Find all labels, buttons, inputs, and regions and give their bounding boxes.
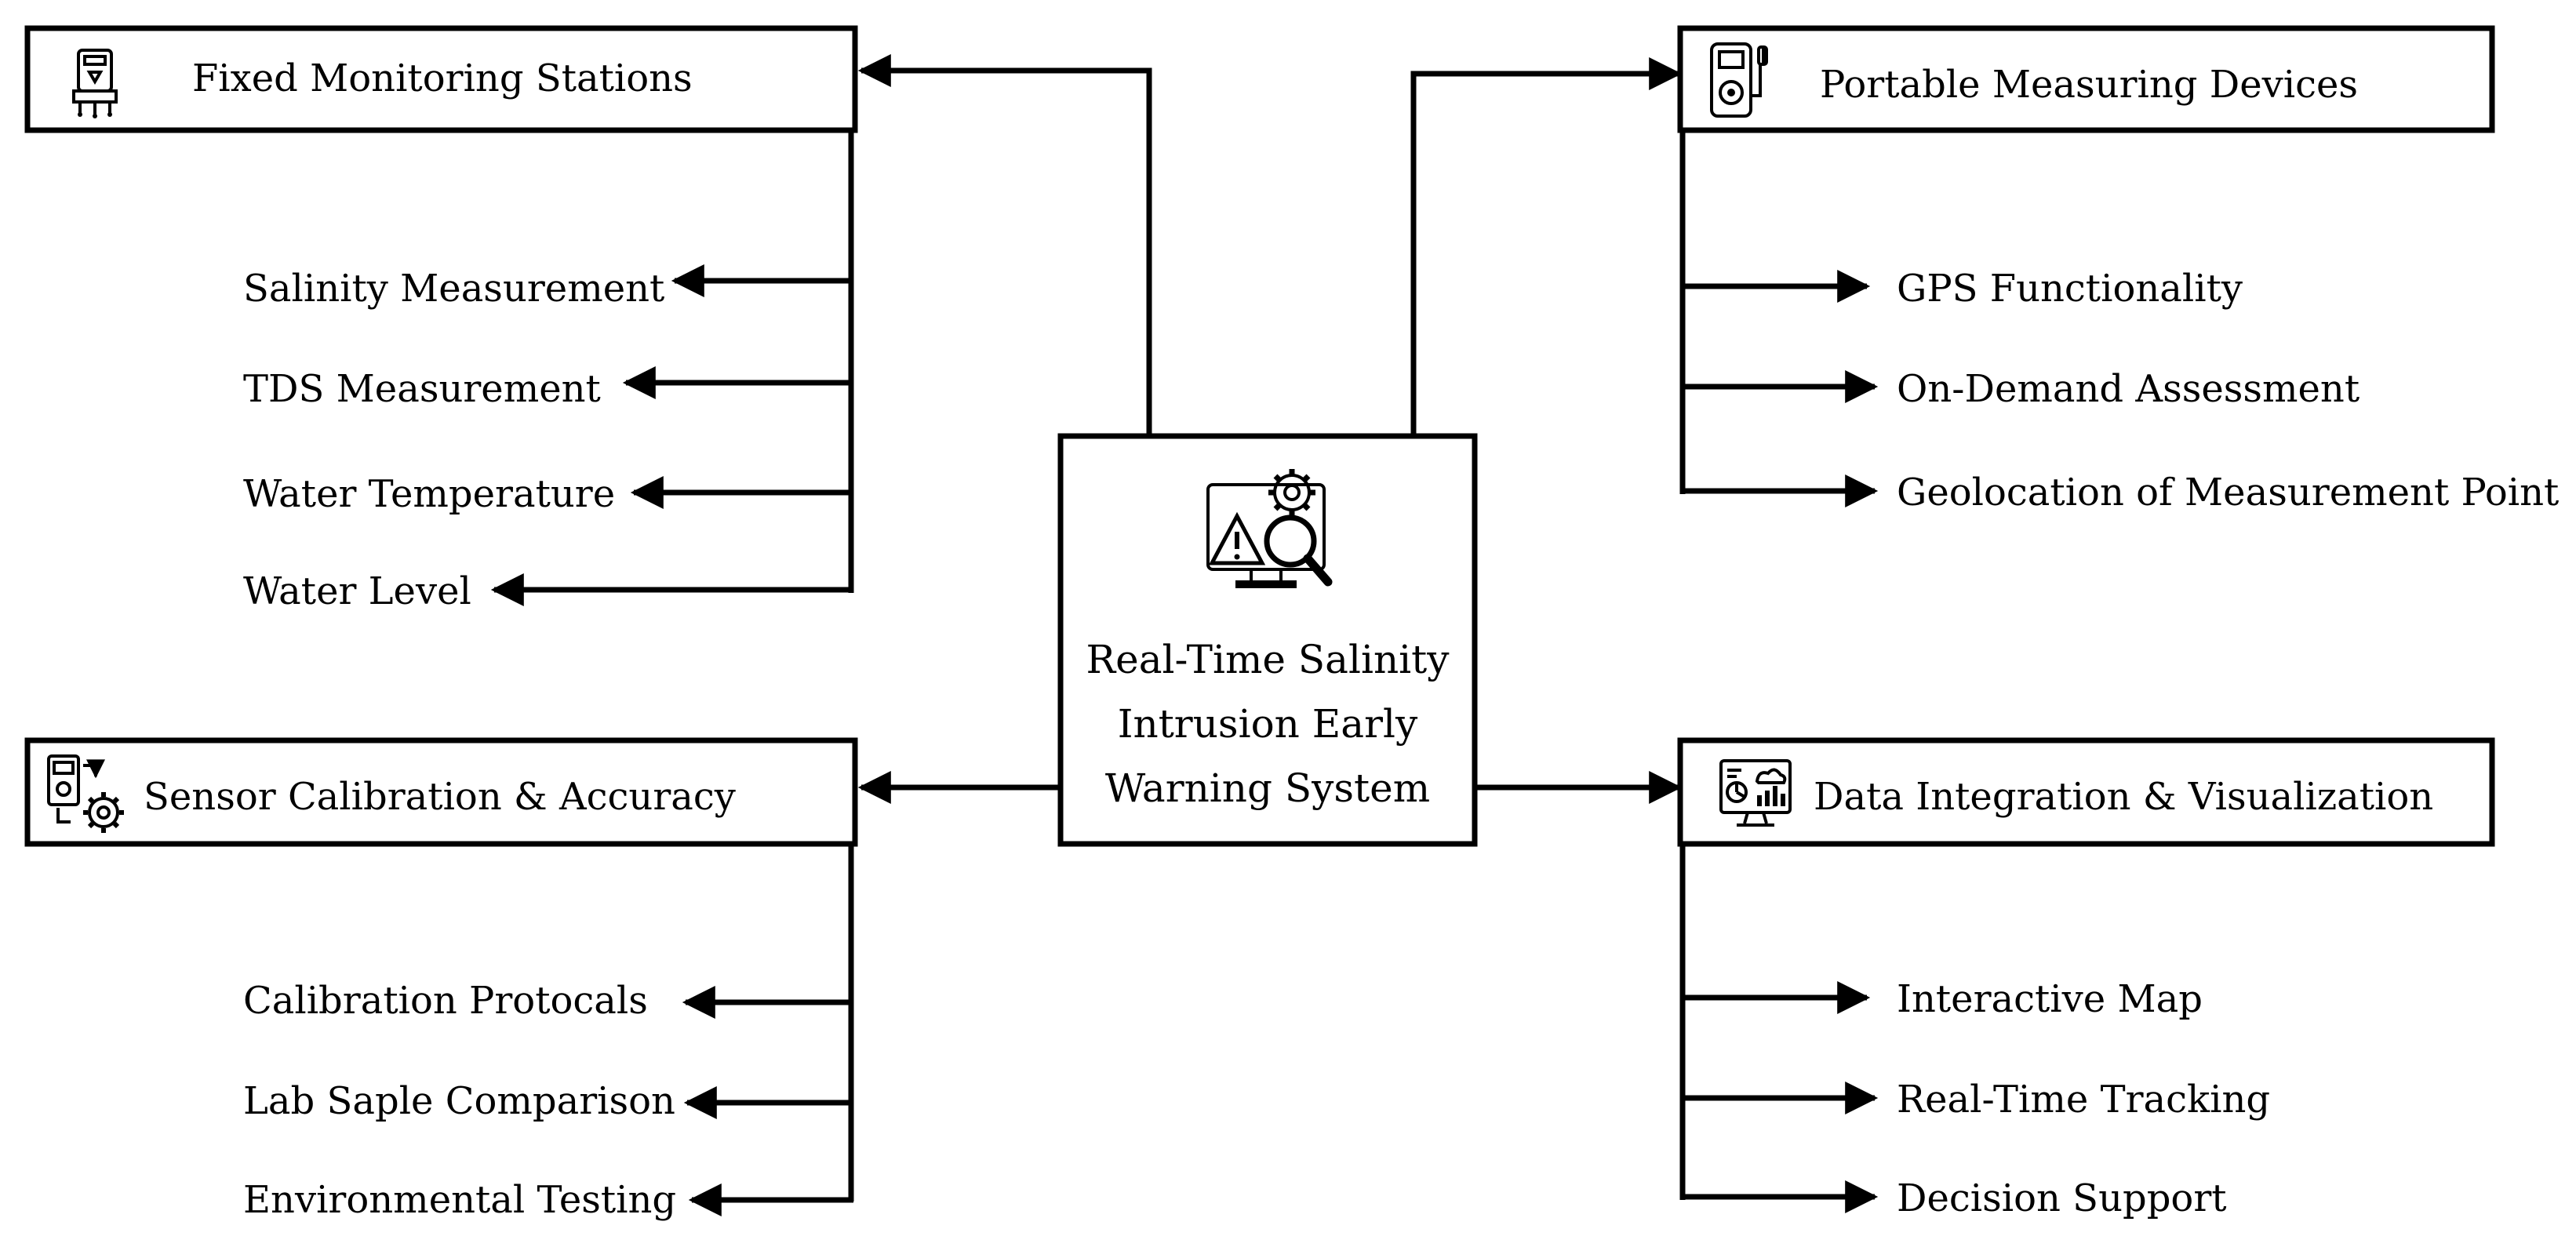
calibration-gear-icon [47,754,124,833]
item-decision-support: Decision Support [1897,1176,2227,1220]
dashboard-monitor-icon [1719,759,1792,827]
sensor-calibration-box [24,737,858,847]
monitoring-station-icon [72,49,118,118]
data-integration-group: Data Integration & Visualization Interac… [1677,737,2495,1220]
connector-to-fixed-stations [857,54,1152,436]
connector-to-portable-devices [1410,57,1683,436]
center-title-line-3: Warning System [1105,765,1430,811]
center-node: Real-Time Salinity Intrusion Early Warni… [1057,433,1478,847]
item-calibration-protocals: Calibration Protocals [243,979,648,1023]
sensor-calibration-title: Sensor Calibration & Accuracy [144,775,736,819]
monitor-warning-gear-magnifier-icon [1206,469,1333,588]
fixed-stations-title: Fixed Monitoring Stations [192,56,693,100]
portable-meter-icon [1710,42,1768,118]
center-title-line-2: Intrusion Early [1118,701,1418,747]
data-integration-box [1677,737,2495,847]
item-tds-measurement: TDS Measurement [243,367,601,411]
data-integration-title: Data Integration & Visualization [1814,775,2433,819]
item-real-time-tracking: Real-Time Tracking [1897,1078,2270,1122]
center-box [1057,433,1478,847]
center-title-line-1: Real-Time Salinity [1086,637,1450,682]
portable-devices-group: Portable Measuring Devices GPS Functiona… [1677,25,2559,514]
portable-devices-box [1677,25,2495,133]
item-geolocation-of-measurement-point: Geolocation of Measurement Point [1897,471,2559,514]
fixed-stations-group: Fixed Monitoring Stations Salinity Measu… [24,25,858,613]
item-on-demand-assessment: On-Demand Assessment [1897,367,2360,411]
item-gps-functionality: GPS Functionality [1897,267,2243,311]
fixed-stations-box [24,25,858,133]
item-lab-saple-comparison: Lab Saple Comparison [243,1079,675,1123]
portable-devices-title: Portable Measuring Devices [1820,63,2358,107]
sensor-calibration-group: Sensor Calibration & Accuracy Calibratio… [24,737,858,1222]
item-environmental-testing: Environmental Testing [243,1178,676,1222]
item-interactive-map: Interactive Map [1897,977,2203,1021]
item-salinity-measurement: Salinity Measurement [243,267,664,311]
item-water-temperature: Water Temperature [243,472,615,516]
item-water-level: Water Level [243,569,471,613]
